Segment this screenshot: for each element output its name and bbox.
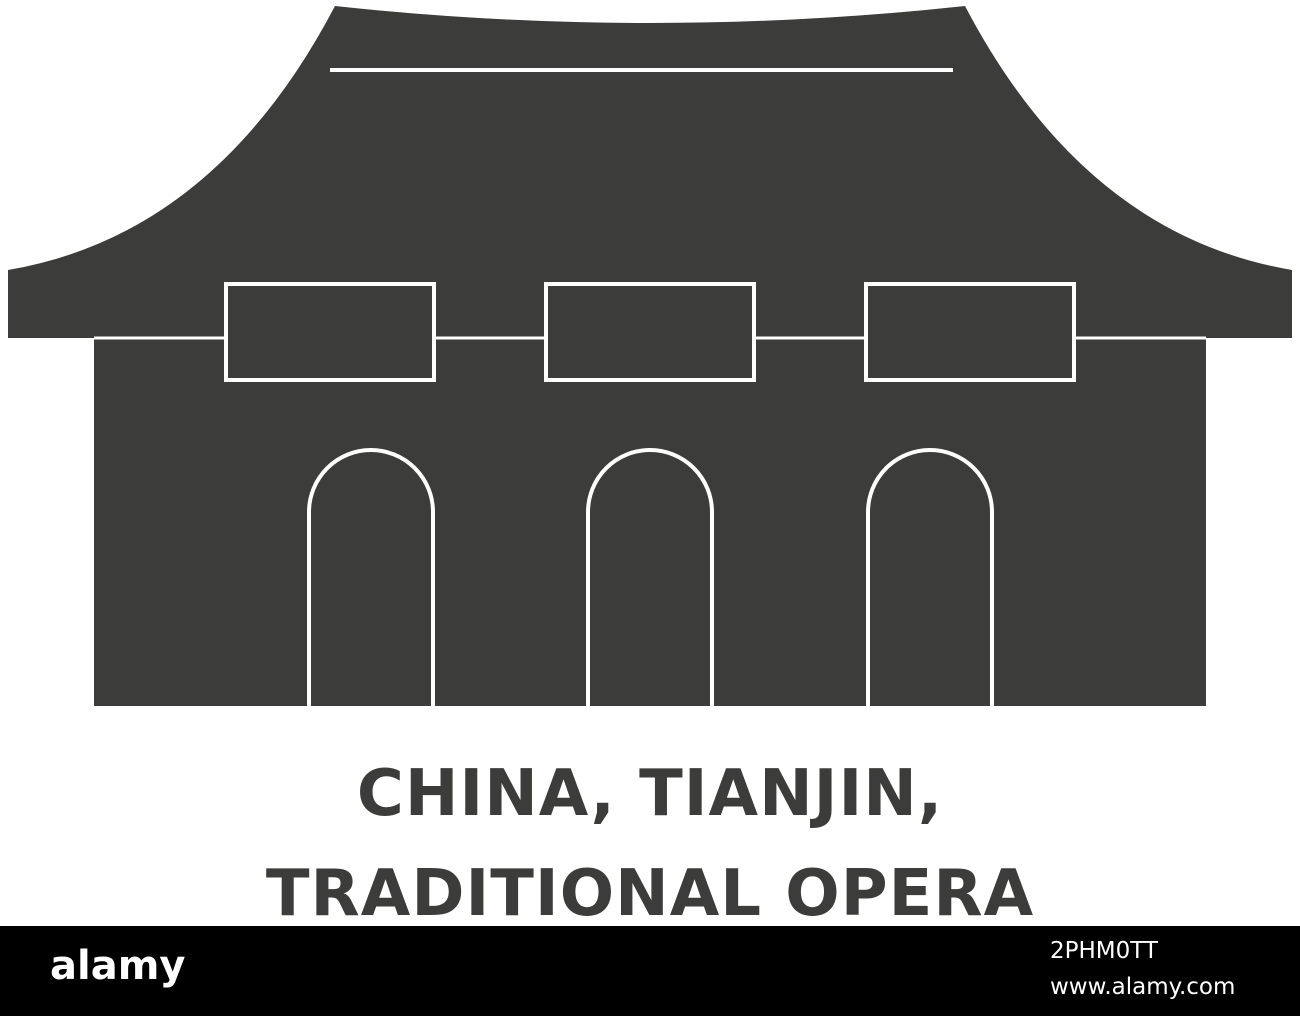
roof-shape: [8, 6, 1292, 338]
traditional-opera-building-icon: [8, 6, 1292, 706]
arched-door-left: [307, 448, 435, 706]
arched-door-right: [866, 448, 994, 706]
facade-panel-right: [864, 282, 1076, 382]
site-url: www.alamy.com: [1050, 974, 1236, 1000]
building-wall: [94, 338, 1206, 706]
caption-line-2: TRADITIONAL OPERA: [265, 857, 1035, 931]
caption-line-1: CHINA, TIANJIN,: [356, 757, 944, 831]
arched-door-center: [586, 448, 714, 706]
image-id: 2PHM0TT: [1050, 938, 1158, 964]
facade-panel-left: [224, 282, 436, 382]
facade-panel-center: [544, 282, 756, 382]
alamy-logo: alamy: [50, 943, 186, 989]
footer-bar: alamy 2PHM0TT www.alamy.com: [0, 926, 1300, 1016]
